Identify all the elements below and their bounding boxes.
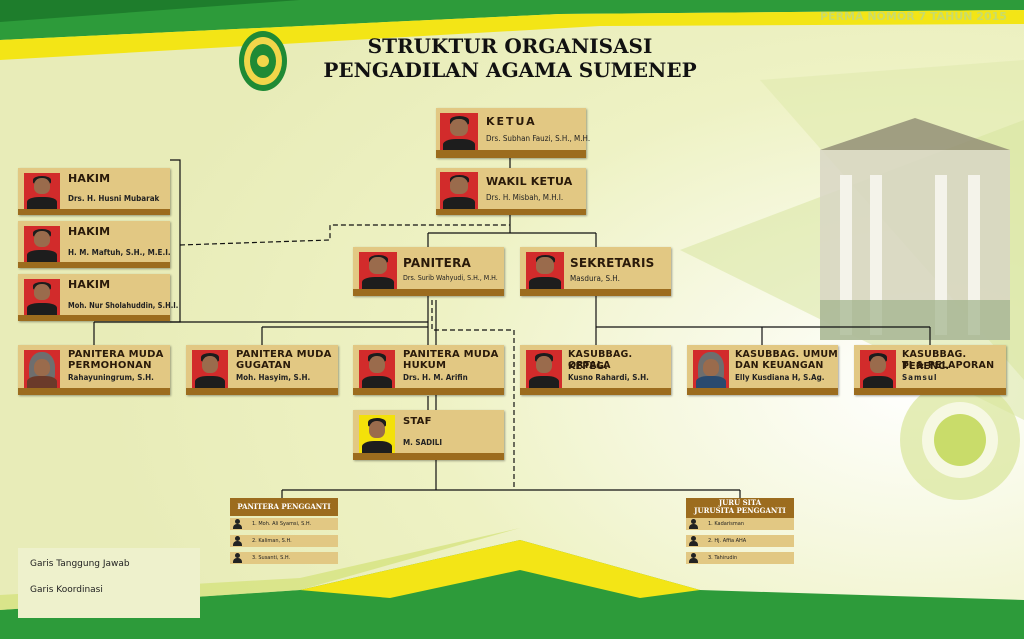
legend: Garis Tanggung Jawab Garis Koordinasi: [18, 548, 200, 618]
wakil-ketua-box: WAKIL KETUA Drs. H. Misbah, M.H.I.: [436, 168, 586, 215]
pm-gugatan-title-2: GUGATAN: [236, 360, 292, 371]
kasubbag-umum-box: KASUBBAG. UMUM DAN KEUANGAN Elly Kusdian…: [687, 345, 838, 395]
hakim-1-photo: [24, 173, 60, 209]
panitera-muda-permohonan-box: PANITERA MUDA PERMOHONAN Rahayuningrum, …: [18, 345, 170, 395]
person-icon: [233, 536, 242, 546]
person-icon: [689, 519, 698, 529]
kasubbag-umum-photo: [693, 350, 729, 390]
ketua-box: KETUA Drs. Subhan Fauzi, S.H., M.H.: [436, 108, 590, 158]
hakim-3-title: HAKIM: [68, 278, 111, 291]
legend-solid-label: Garis Tanggung Jawab: [30, 559, 130, 569]
pm-permohonan-title-2: PERMOHONAN: [68, 360, 152, 371]
staf-name: M. SADILI: [403, 438, 443, 447]
jurusita-heading-line-2: JURUSITA PENGGANTI: [694, 506, 786, 515]
kasubbag-perenc-name: Samsul: [902, 373, 938, 382]
kasubbag-perenc-title-2: TI & PELAPORAN: [902, 360, 995, 371]
kasubbag-perenc-title-1: KASUBBAG. PERENC.: [902, 349, 967, 372]
panitera-pengganti-member-2-text: 2. Kaliman, S.H.: [252, 538, 292, 544]
sekretaris-box: SEKRETARIS Masdura, S.H.: [520, 247, 671, 296]
kasubbag-umum-title-1: KASUBBAG. UMUM: [735, 349, 838, 360]
hakim-1-name: Drs. H. Husni Mubarak: [68, 194, 160, 203]
sekretaris-photo: [526, 252, 564, 290]
hakim-box-1: HAKIM Drs. H. Husni Mubarak: [18, 168, 170, 215]
chart-title: STRUKTUR ORGANISASI PENGADILAN AGAMA SUM…: [300, 34, 720, 82]
pm-permohonan-name: Rahayuningrum, S.H.: [68, 373, 154, 382]
sekretaris-title: SEKRETARIS: [570, 256, 655, 270]
jurusita-heading-line-1: JURU SITA: [718, 498, 762, 507]
hakim-2-title: HAKIM: [68, 225, 111, 238]
panitera-name: Drs. Surib Wahyudi, S.H., M.H.: [403, 274, 498, 282]
jurusita-member-3: 3. Tahirudin: [686, 552, 794, 564]
pm-gugatan-photo: [192, 350, 228, 390]
jurusita-member-1: 1. Kadarisman: [686, 518, 794, 530]
hakim-1-title: HAKIM: [68, 172, 111, 185]
person-icon: [689, 536, 698, 546]
pm-hukum-title-2: HUKUM: [403, 360, 447, 371]
kasubbag-kepeg-box: KASUBBAG. KEPEG. ORTALA Kusno Rahardi, S…: [520, 345, 671, 395]
pm-gugatan-name: Moh. Hasyim, S.H.: [236, 373, 311, 382]
pm-hukum-name: Drs. H. M. Arifin: [403, 373, 468, 382]
hakim-box-2: HAKIM H. M. Maftuh, S.H., M.E.I.: [18, 221, 171, 268]
kasubbag-umum-title-2: DAN KEUANGAN: [735, 360, 824, 371]
pm-permohonan-photo: [24, 350, 60, 390]
panitera-pengganti-member-1: 1. Moh. Ali Syamsi, S.H.: [230, 518, 338, 530]
kasubbag-perenc-box: KASUBBAG. PERENC. TI & PELAPORAN Samsul: [854, 345, 1006, 395]
panitera-pengganti-member-1-text: 1. Moh. Ali Syamsi, S.H.: [252, 521, 312, 527]
panitera-pengganti-member-3-text: 3. Susanti, S.H.: [252, 555, 291, 561]
pm-hukum-photo: [359, 350, 395, 390]
kasubbag-kepeg-name: Kusno Rahardi, S.H.: [568, 373, 649, 382]
ketua-photo: [440, 113, 478, 153]
panitera-pengganti-member-2: 2. Kaliman, S.H.: [230, 535, 338, 547]
hakim-2-photo: [24, 226, 60, 262]
ketua-title: KETUA: [486, 115, 537, 128]
court-logo: [239, 31, 287, 91]
wakil-ketua-name: Drs. H. Misbah, M.H.I.: [486, 193, 564, 202]
kasubbag-kepeg-photo: [526, 350, 562, 390]
jurusita-member-2: 2. Hj. Affia AHA: [686, 535, 794, 547]
hakim-3-photo: [24, 279, 60, 315]
kasubbag-kepeg-title-1: KASUBBAG. KEPEG.: [568, 349, 633, 372]
kasubbag-perenc-photo: [860, 350, 896, 390]
hakim-2-name: H. M. Maftuh, S.H., M.E.I.: [68, 248, 171, 257]
hakim-box-3: HAKIM Moh. Nur Sholahuddin, S.H.I.: [18, 274, 178, 321]
panitera-muda-gugatan-box: PANITERA MUDA GUGATAN Moh. Hasyim, S.H.: [186, 345, 338, 395]
title-line-1: STRUKTUR ORGANISASI: [367, 34, 653, 58]
kasubbag-kepeg-title-2: ORTALA: [568, 360, 611, 371]
hakim-3-name: Moh. Nur Sholahuddin, S.H.I.: [68, 301, 179, 310]
legend-dashed-label: Garis Koordinasi: [30, 585, 103, 595]
sekretaris-name: Masdura, S.H.: [570, 274, 620, 283]
pm-gugatan-title-1: PANITERA MUDA: [236, 349, 332, 360]
jurusita-heading: JURU SITA JURUSITA PENGGANTI: [686, 498, 794, 518]
title-line-2: PENGADILAN AGAMA SUMENEP: [323, 58, 697, 82]
person-icon: [233, 553, 242, 563]
panitera-box: PANITERA Drs. Surib Wahyudi, S.H., M.H.: [353, 247, 504, 296]
pm-permohonan-title-1: PANITERA MUDA: [68, 349, 164, 360]
person-icon: [689, 553, 698, 563]
panitera-title: PANITERA: [403, 256, 471, 270]
wakil-ketua-title: WAKIL KETUA: [486, 175, 573, 188]
staf-box: STAF M. SADILI: [353, 410, 504, 460]
person-icon: [233, 519, 242, 529]
ketua-name: Drs. Subhan Fauzi, S.H., M.H.: [486, 134, 591, 143]
panitera-muda-hukum-box: PANITERA MUDA HUKUM Drs. H. M. Arifin: [353, 345, 504, 395]
jurusita-member-2-text: 2. Hj. Affia AHA: [708, 538, 747, 544]
jurusita-member-3-text: 3. Tahirudin: [708, 555, 738, 561]
panitera-pengganti-member-3: 3. Susanti, S.H.: [230, 552, 338, 564]
wakil-ketua-photo: [440, 172, 478, 210]
panitera-pengganti-heading: PANITERA PENGGANTI: [230, 498, 338, 516]
jurusita-member-1-text: 1. Kadarisman: [708, 521, 745, 527]
panitera-photo: [359, 252, 397, 290]
staf-photo: [359, 415, 395, 455]
kasubbag-umum-name: Elly Kusdiana H, S.Ag.: [735, 373, 825, 382]
staf-title: STAF: [403, 416, 432, 427]
regulation-label: PERMA NOMOR 7 TAHUN 2015: [820, 10, 1007, 23]
